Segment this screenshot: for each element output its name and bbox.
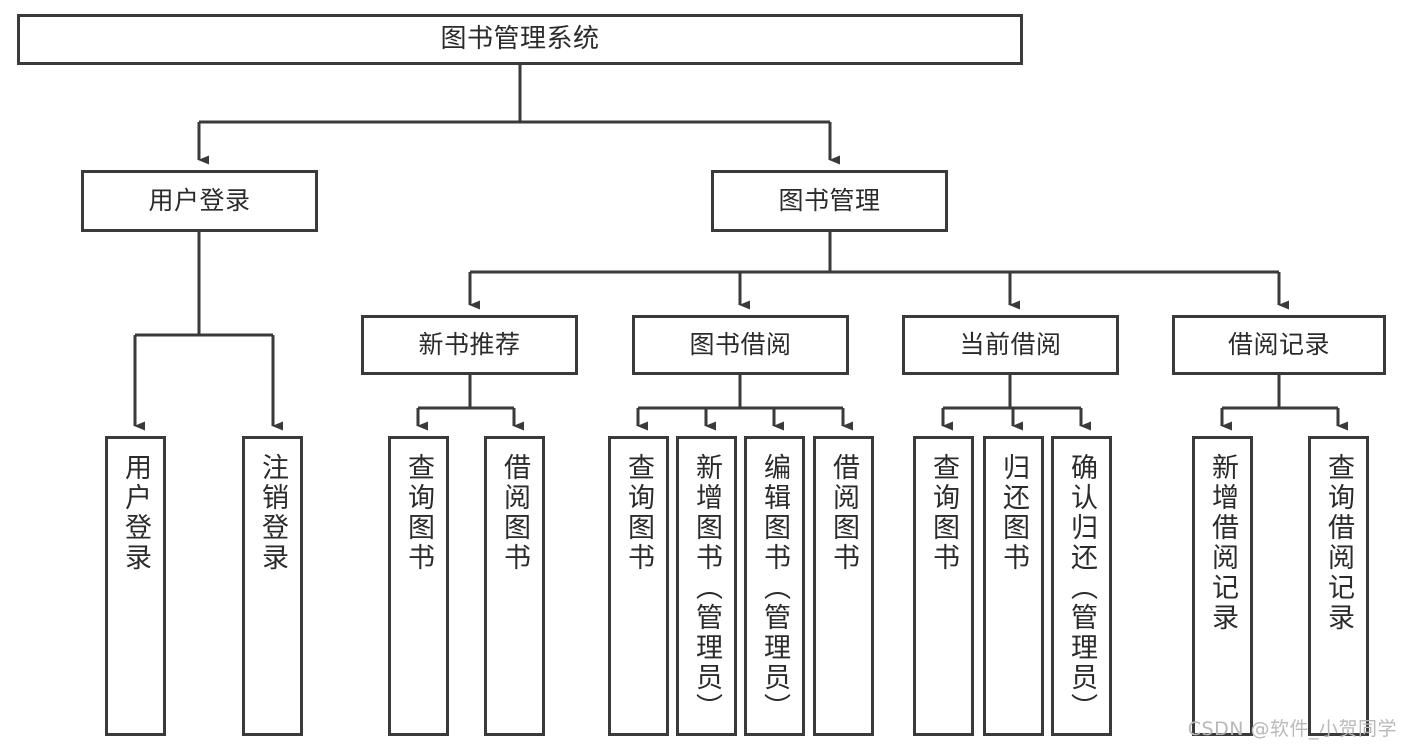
leaf-book-borrow-add[interactable]: 新增图书（管理员）: [676, 436, 737, 736]
leaf-current-borrow-query[interactable]: 查询图书: [913, 436, 974, 736]
node-label: 图书管理: [778, 186, 881, 215]
node-label: 当前借阅: [959, 330, 1062, 359]
node-new-book-recommend[interactable]: 新书推荐: [361, 315, 578, 375]
node-current-borrow[interactable]: 当前借阅: [902, 315, 1119, 375]
node-label: 确认归还（管理员）: [1066, 453, 1097, 723]
leaf-current-borrow-return[interactable]: 归还图书: [983, 436, 1044, 736]
node-label: 借阅图书: [499, 453, 530, 573]
leaf-borrow-record-add[interactable]: 新增借阅记录: [1192, 436, 1253, 736]
leaf-book-borrow-query[interactable]: 查询图书: [608, 436, 669, 736]
leaf-user-login-login[interactable]: 用户登录: [105, 436, 166, 736]
node-label: 用户登录: [120, 453, 151, 573]
leaf-book-borrow-borrow[interactable]: 借阅图书: [813, 436, 874, 736]
node-label: 查询图书: [623, 453, 654, 573]
node-label: 编辑图书（管理员）: [759, 453, 790, 723]
node-book-borrow[interactable]: 图书借阅: [632, 315, 849, 375]
leaf-new-book-query[interactable]: 查询图书: [388, 436, 449, 736]
node-user-login[interactable]: 用户登录: [81, 170, 318, 232]
node-label: 归还图书: [998, 453, 1029, 573]
leaf-borrow-record-query[interactable]: 查询借阅记录: [1308, 436, 1369, 736]
watermark-text: CSDN @软件_小贺同学: [1187, 718, 1397, 740]
node-label: 新书推荐: [418, 330, 521, 359]
node-label: 图书借阅: [689, 330, 792, 359]
node-label: 注销登录: [257, 453, 288, 573]
node-borrow-record[interactable]: 借阅记录: [1172, 315, 1386, 375]
node-label: 借阅记录: [1227, 330, 1330, 359]
node-label: 查询借阅记录: [1323, 453, 1354, 633]
node-label: 新增借阅记录: [1207, 453, 1238, 633]
node-label: 查询图书: [403, 453, 434, 573]
leaf-current-borrow-confirm-return[interactable]: 确认归还（管理员）: [1051, 436, 1112, 736]
node-label: 查询图书: [928, 453, 959, 573]
leaf-new-book-borrow[interactable]: 借阅图书: [484, 436, 545, 736]
node-book-management[interactable]: 图书管理: [711, 170, 948, 232]
node-label: 借阅图书: [828, 453, 859, 573]
node-label: 新增图书（管理员）: [691, 453, 722, 723]
leaf-user-login-logout[interactable]: 注销登录: [242, 436, 303, 736]
leaf-book-borrow-edit[interactable]: 编辑图书（管理员）: [744, 436, 805, 736]
node-label: 图书管理系统: [440, 23, 600, 54]
node-label: 用户登录: [148, 186, 251, 215]
node-root-book-management-system[interactable]: 图书管理系统: [17, 14, 1023, 65]
